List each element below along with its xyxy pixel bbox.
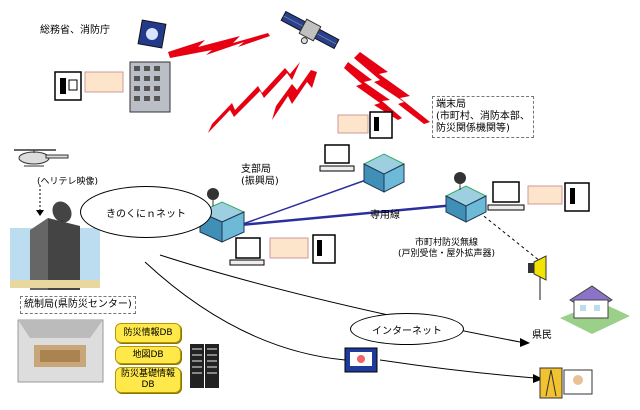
lightning-gov — [168, 33, 270, 58]
pc-icon-terminal — [487, 181, 525, 211]
dedicated-line-label: 専用線 — [370, 210, 400, 221]
fax-icon-branch — [269, 237, 309, 259]
db-disaster-base-info: 防災基礎情報DB — [115, 367, 181, 393]
relay-station-terminal — [444, 172, 488, 223]
control-room-image — [17, 319, 104, 383]
hq-building-icon — [10, 218, 100, 290]
municipal-label-line1: 市町村防災無線 — [415, 238, 479, 248]
person-icon — [563, 369, 593, 395]
gov-building-icon — [129, 61, 171, 113]
prefecture-label: 統制局(県防災センター) — [20, 296, 136, 314]
satellite-icon — [280, 10, 340, 50]
fax-icon-terminal — [527, 185, 563, 205]
terminal-label-line2: (市町村、消防本部、 — [436, 111, 530, 122]
db-map: 地図DB — [115, 346, 181, 364]
phone-icon-branch-top — [369, 111, 393, 139]
tv-monitor-icon — [344, 347, 378, 373]
municipal-label-line2: (戸別受信・屋外拡声器) — [398, 249, 496, 259]
municipal-label: 市町村防災無線 (戸別受信・屋外拡声器) — [398, 238, 495, 260]
helicopter-icon — [14, 149, 69, 167]
house-icon — [560, 285, 630, 334]
link-internet — [159, 254, 521, 343]
phone-icon-branch — [312, 234, 336, 264]
db-disaster-info: 防災情報DB — [115, 323, 181, 343]
tower-icon — [539, 367, 563, 399]
lightning-branch — [272, 70, 317, 120]
fax-icon-gov — [84, 71, 124, 93]
pc-icon-branch — [229, 237, 265, 266]
link-tv — [144, 261, 346, 361]
lightning-terminal — [354, 52, 430, 124]
branch-label-line2: (振興局) — [241, 176, 279, 187]
phone-icon-terminal — [564, 182, 590, 212]
gov-monitor-icon — [137, 19, 167, 49]
kinokuni-network-ellipse: きのくにｎネット — [80, 186, 212, 238]
gov-label: 総務省、消防庁 — [40, 25, 110, 36]
link-tv-residents — [379, 359, 536, 379]
dedicated-line-branch — [239, 174, 381, 226]
server-racks-icon — [190, 344, 219, 388]
internet-ellipse: インターネット — [350, 313, 464, 345]
terminal-label: 端末局 (市町村、消防本部、 防災関係機関等) — [432, 96, 534, 138]
branch-label: 支部局 (振興局) — [238, 162, 282, 190]
heli-arrow-head — [36, 210, 44, 216]
internet-label: インターネット — [372, 325, 442, 337]
dedicated-line — [239, 203, 456, 227]
speaker-icon — [528, 255, 547, 281]
arrow-tv-residents — [533, 374, 543, 383]
wireless-dashed — [469, 204, 546, 266]
relay-station-top — [362, 153, 406, 193]
lightning-terminal-upper — [344, 62, 402, 120]
residents-label: 県民 — [532, 330, 552, 341]
fax-icon-branch-top — [337, 114, 369, 134]
heli-label: (ヘリテレ映像) — [37, 177, 99, 187]
branch-label-line1: 支部局 — [241, 164, 271, 175]
arrow-residents — [520, 338, 530, 347]
lightning-main — [208, 62, 300, 133]
terminal-label-line3: 防災関係機関等) — [436, 123, 510, 134]
pc-icon-branch-top — [319, 144, 355, 172]
phone-icon-gov — [54, 71, 82, 101]
kinokuni-label: きのくにｎネット — [106, 208, 186, 220]
terminal-label-line1: 端末局 — [436, 99, 466, 110]
